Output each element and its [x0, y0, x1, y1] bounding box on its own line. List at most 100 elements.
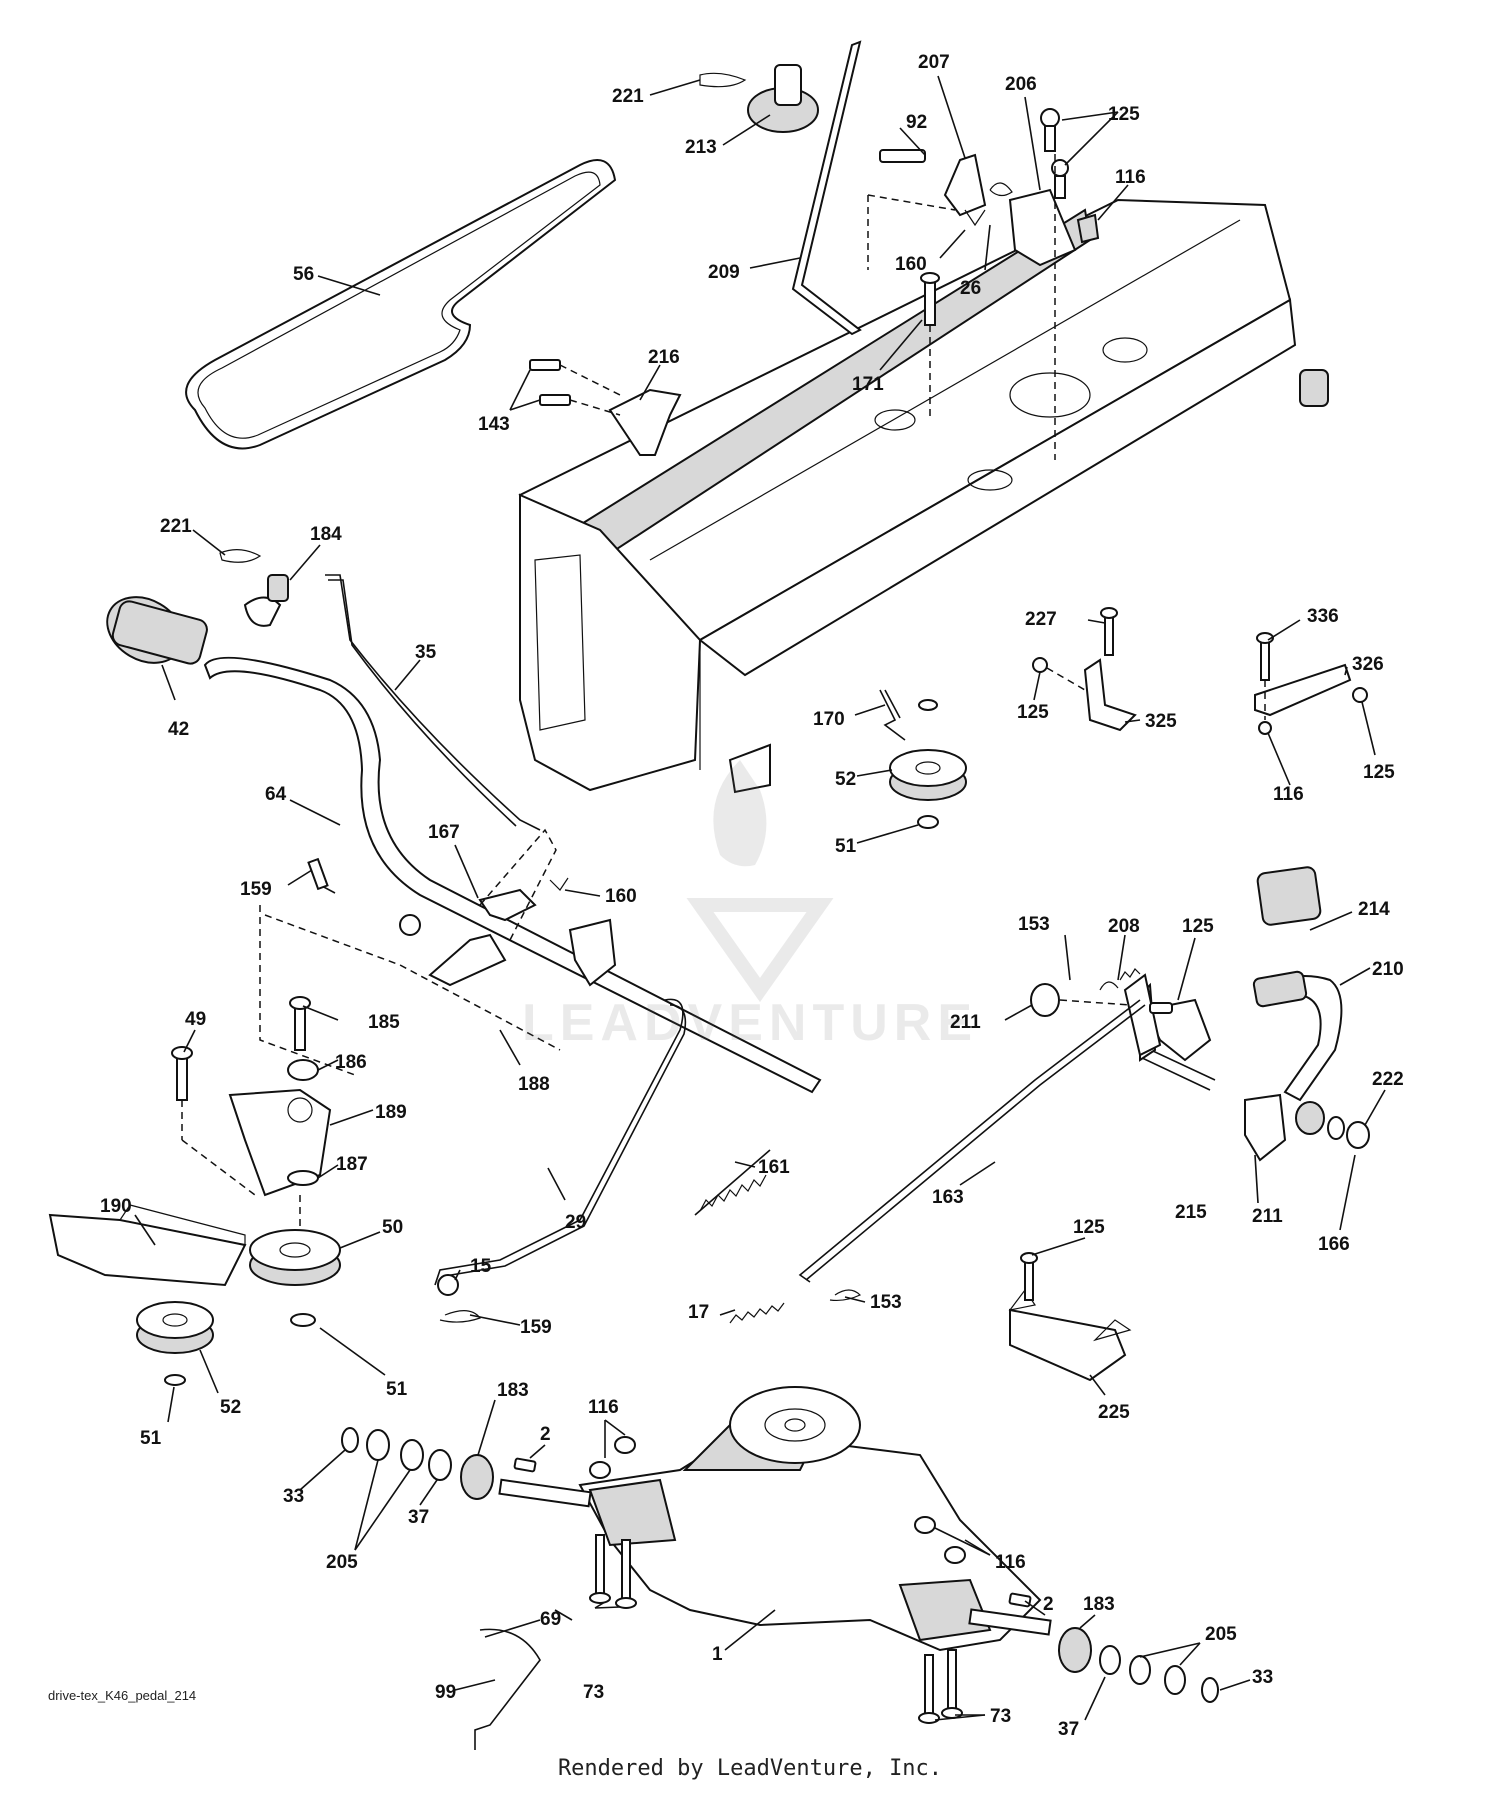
callout: 153 — [870, 1292, 902, 1313]
callout: 125 — [1182, 916, 1214, 937]
callout: 37 — [1058, 1719, 1079, 1740]
callout: 116 — [1273, 784, 1304, 805]
callout: 69 — [540, 1609, 561, 1630]
callout: 216 — [648, 347, 680, 368]
callout: 33 — [1252, 1667, 1273, 1688]
callout: 221 — [160, 516, 192, 537]
callout: 222 — [1372, 1069, 1404, 1090]
callout: 143 — [478, 414, 510, 435]
callout: 116 — [1115, 167, 1146, 188]
callout: 213 — [685, 137, 717, 158]
callout: 29 — [565, 1212, 586, 1233]
idler-assembly — [48, 689, 967, 1386]
callout: 326 — [1352, 654, 1384, 675]
callout: 325 — [1145, 711, 1177, 732]
shift-brackets — [867, 108, 1100, 460]
callout: 33 — [283, 1486, 304, 1507]
callout: 64 — [265, 784, 287, 805]
lift-handle — [106, 549, 822, 1094]
callout: 207 — [918, 52, 950, 73]
linkage-brackets — [259, 828, 617, 1076]
callout: 166 — [1318, 1234, 1350, 1255]
callout: 125 — [1108, 104, 1140, 125]
callout: 170 — [813, 709, 845, 730]
axle-hardware-left — [341, 1427, 637, 1609]
callout: 52 — [220, 1397, 241, 1418]
callout: 35 — [415, 642, 437, 663]
callout: 159 — [520, 1317, 552, 1338]
callout: 225 — [1098, 1402, 1130, 1423]
callout: 2 — [540, 1424, 551, 1445]
callout: 183 — [1083, 1594, 1115, 1615]
callout: 163 — [932, 1187, 964, 1208]
callout: 227 — [1025, 609, 1057, 630]
callout: 159 — [240, 879, 272, 900]
callout: 206 — [1005, 74, 1037, 95]
callout-labels: 221 213 207 92 206 125 116 160 26 56 209… — [100, 52, 1404, 1740]
watermark-text: LEADVENTURE — [522, 994, 978, 1052]
callout: 125 — [1073, 1217, 1105, 1238]
callout: 205 — [1205, 1624, 1237, 1645]
axle-hardware-right — [474, 1516, 1219, 1750]
callout: 187 — [336, 1154, 368, 1175]
callout: 15 — [470, 1256, 492, 1277]
callout: 153 — [1018, 914, 1050, 935]
brackets-325-326 — [1032, 607, 1368, 735]
callout: 56 — [293, 264, 314, 285]
callout: 42 — [168, 719, 189, 740]
callout: 37 — [408, 1507, 429, 1528]
callout: 186 — [335, 1052, 367, 1073]
callout: 188 — [518, 1074, 550, 1095]
callout: 51 — [835, 836, 857, 857]
footer-credit: Rendered by LeadVenture, Inc. — [557, 1756, 943, 1781]
leader-lines — [134, 75, 1386, 1721]
callout: 125 — [1017, 702, 1049, 723]
callout: 73 — [990, 1706, 1011, 1727]
callout: 209 — [708, 262, 740, 283]
callout: 205 — [326, 1552, 358, 1573]
callout: 49 — [185, 1009, 206, 1030]
callout: 73 — [583, 1682, 604, 1703]
callout: 211 — [950, 1012, 981, 1033]
chassis-frame — [518, 198, 1329, 794]
bracket-216 — [529, 272, 940, 456]
watermark-logo: LEADVENTURE — [522, 760, 978, 1052]
callout: 116 — [588, 1397, 619, 1418]
brake-pedal — [729, 866, 1370, 1324]
callout: 116 — [995, 1552, 1026, 1573]
callout: 211 — [1252, 1206, 1283, 1227]
callout: 208 — [1108, 916, 1140, 937]
callout: 221 — [612, 86, 644, 107]
callout: 26 — [960, 278, 981, 299]
callout: 185 — [368, 1012, 400, 1033]
callout: 167 — [428, 822, 460, 843]
callout: 336 — [1307, 606, 1339, 627]
callout: 161 — [758, 1157, 790, 1178]
callout: 51 — [386, 1379, 408, 1400]
callout: 51 — [140, 1428, 162, 1449]
callout: 183 — [497, 1380, 529, 1401]
callout: 52 — [835, 769, 856, 790]
rod-29 — [434, 998, 771, 1323]
callout: 1 — [712, 1644, 723, 1665]
callout: 214 — [1358, 899, 1390, 920]
callout: 189 — [375, 1102, 407, 1123]
callout: 99 — [435, 1682, 456, 1703]
callout: 171 — [852, 374, 884, 395]
drive-belt — [185, 159, 617, 450]
callout: 190 — [100, 1196, 132, 1217]
bracket-225 — [1008, 1252, 1132, 1382]
callout: 125 — [1363, 762, 1395, 783]
transaxle — [498, 1386, 1052, 1652]
callout: 160 — [605, 886, 637, 907]
diagram-filename: drive-tex_K46_pedal_214 — [48, 1688, 197, 1703]
callout: 2 — [1043, 1594, 1054, 1615]
callout: 17 — [688, 1302, 709, 1323]
callout: 215 — [1175, 1202, 1207, 1223]
callout: 160 — [895, 254, 927, 275]
callout: 184 — [310, 524, 342, 545]
callout: 50 — [382, 1217, 403, 1238]
callout: 210 — [1372, 959, 1404, 980]
shift-lever — [699, 40, 862, 336]
